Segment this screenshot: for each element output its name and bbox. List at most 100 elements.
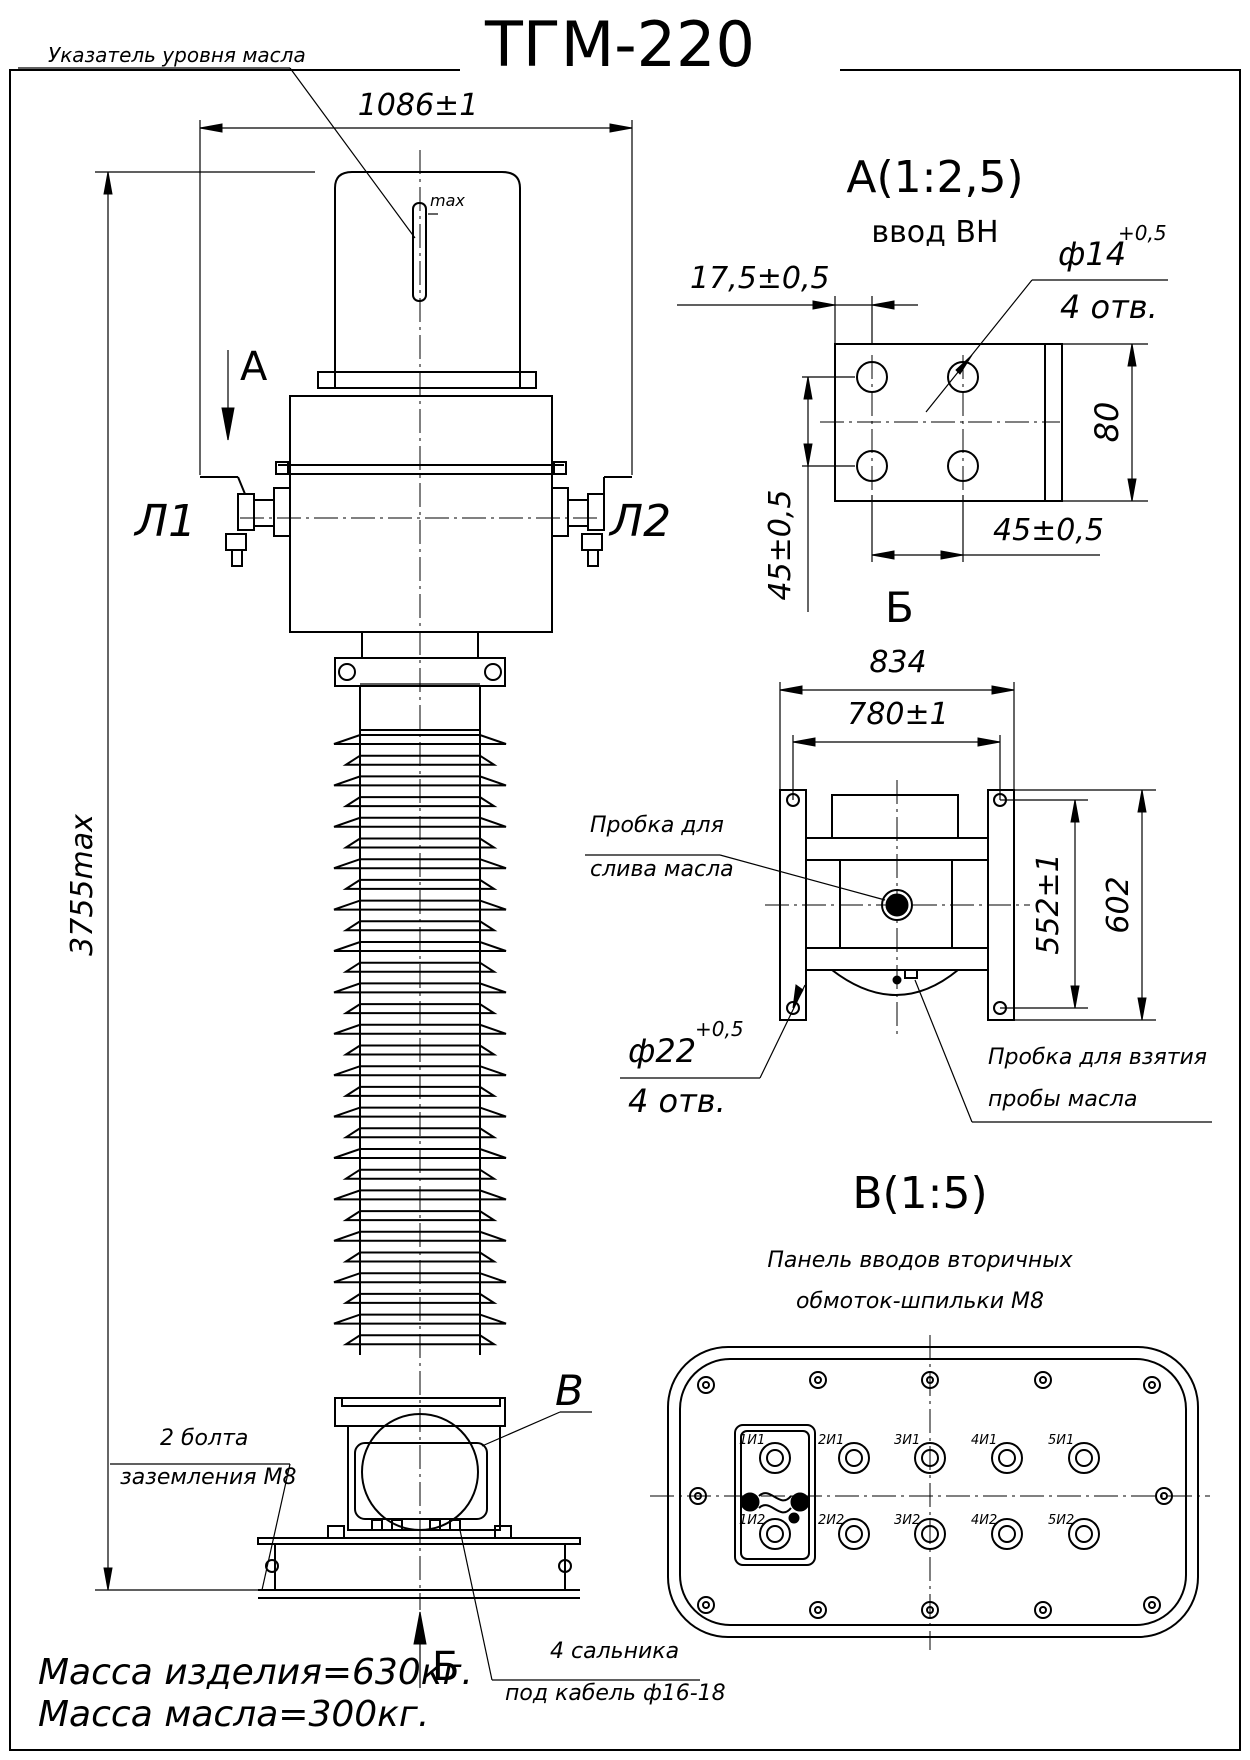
terminal-label: 5И2 — [1048, 1513, 1074, 1528]
sample-plug-line2: пробы масла — [988, 1087, 1137, 1112]
terminal-l2-label: Л2 — [608, 496, 671, 547]
detail-a-view-b-marker: Б — [885, 583, 914, 632]
glands-line1: 4 сальника — [550, 1639, 679, 1664]
mounting-bolt — [697, 1376, 715, 1394]
view-b-hole-tol: +0,5 — [695, 1017, 744, 1041]
mounting-bolt-hole — [1039, 1606, 1047, 1614]
view-b-hole-count: 4 отв. — [628, 1082, 726, 1120]
terminal-label: 4И2 — [971, 1513, 997, 1528]
terminal-stud — [914, 1518, 946, 1550]
detail-v-caption-line1: Панель вводов вторичных — [767, 1248, 1073, 1273]
view-b: 834 780±1 Пробка для слива масла — [585, 645, 1212, 1123]
mounting-bolt — [697, 1596, 715, 1614]
view-v-marker: В — [555, 1366, 584, 1415]
mounting-bolt-hole — [1148, 1381, 1156, 1389]
terminal-stud-nut — [1075, 1525, 1093, 1543]
mounting-bolt-hole — [926, 1606, 934, 1614]
view-b-outer-dim: 834 — [869, 645, 926, 680]
drain-plug-line2: слива масла — [590, 857, 734, 882]
secondary-terminal-panel — [667, 1346, 1199, 1638]
mounting-bolt — [1143, 1596, 1161, 1614]
detail-a-hole-tol: +0,5 — [1118, 221, 1167, 245]
mounting-bolt — [1034, 1371, 1052, 1389]
drawing-title: ТГМ-220 — [484, 8, 755, 81]
terminal-stud-nut — [845, 1449, 863, 1467]
panel-mounting-bolts — [689, 1371, 1173, 1619]
terminal-stud — [759, 1518, 791, 1550]
mounting-bolt — [809, 1601, 827, 1619]
detail-a-v-spacing-dim: 45±0,5 — [763, 489, 798, 600]
terminal-stud-nut — [921, 1525, 939, 1543]
terminal-stud — [759, 1442, 791, 1474]
terminal-label: 4И1 — [971, 1433, 997, 1448]
terminal-l2 — [551, 476, 632, 567]
oil-indicator-label: Указатель уровня масла — [48, 43, 306, 67]
mounting-bolt — [1034, 1601, 1052, 1619]
detail-a-offset-dim: 17,5±0,5 — [690, 261, 830, 296]
detail-a-hole-dia: ф14 — [1058, 235, 1126, 273]
terminal-label: 1И1 — [739, 1433, 765, 1448]
mounting-bolt-hole — [702, 1381, 710, 1389]
terminal-stud-nut — [998, 1525, 1016, 1543]
sample-plug-line1: Пробка для взятия — [988, 1045, 1207, 1070]
view-b-marker: Б — [432, 1644, 459, 1690]
width-dimension: 1086±1 — [358, 88, 479, 123]
mounting-bolt-hole — [814, 1606, 822, 1614]
detail-a-title: А(1:2,5) — [846, 152, 1023, 203]
view-b-h-inner-dim: 552±1 — [1031, 853, 1066, 954]
view-a-marker: А — [240, 344, 268, 390]
mounting-bolt — [809, 1371, 827, 1389]
terminal-label: 3И2 — [894, 1513, 920, 1528]
mass-oil: Масса масла=300кг. — [38, 1694, 429, 1735]
terminal-stud — [838, 1442, 870, 1474]
terminal-stud-nut — [766, 1449, 784, 1467]
terminal-label: 2И1 — [818, 1433, 844, 1448]
view-b-hole-dia: ф22 — [628, 1032, 696, 1070]
terminal-stud-nut — [1075, 1449, 1093, 1467]
mass-product: Масса изделия=630кг. — [38, 1652, 473, 1693]
mounting-bolt — [921, 1601, 939, 1619]
view-b-h-outer-dim: 602 — [1101, 876, 1136, 933]
terminal-stud — [914, 1442, 946, 1474]
terminal-stud-nut — [766, 1525, 784, 1543]
terminal-stud-nut — [998, 1449, 1016, 1467]
terminal-stud — [991, 1442, 1023, 1474]
mounting-bolt — [1143, 1376, 1161, 1394]
terminal-label: 1И2 — [739, 1513, 765, 1528]
terminal-stud — [991, 1518, 1023, 1550]
mounting-bolt-hole — [694, 1492, 702, 1500]
mounting-bolt — [921, 1371, 939, 1389]
terminal-l1 — [200, 476, 291, 567]
terminal-stud — [838, 1518, 870, 1550]
ground-bolts-line2: заземления М8 — [120, 1465, 297, 1490]
detail-a-h-spacing-dim: 45±0,5 — [993, 513, 1104, 548]
max-mark: max — [430, 191, 465, 210]
mounting-bolt — [689, 1487, 707, 1505]
mounting-bolt-hole — [1039, 1376, 1047, 1384]
terminal-label: 2И2 — [818, 1513, 844, 1528]
detail-a-subtitle: ввод ВН — [871, 215, 998, 250]
view-b-inner-dim: 780±1 — [847, 697, 948, 732]
detail-v-title: В(1:5) — [852, 1168, 987, 1219]
terminal-stud — [1068, 1518, 1100, 1550]
terminal-label: 5И1 — [1048, 1433, 1074, 1448]
detail-a: А(1:2,5) ввод ВН 17,5±0,5 ф14 +0,5 4 отв… — [677, 152, 1168, 632]
detail-v-caption-line2: обмоток-шпильки М8 — [796, 1289, 1044, 1314]
terminal-stud-nut — [845, 1525, 863, 1543]
terminal-l1-label: Л1 — [133, 496, 196, 547]
detail-a-hole-count: 4 отв. — [1060, 288, 1158, 326]
main-view: Указатель уровня масла 1086±1 3755max ma… — [18, 43, 726, 1735]
detail-v: В(1:5) Панель вводов вторичных обмоток-ш… — [650, 1168, 1210, 1650]
mounting-bolt-hole — [926, 1376, 934, 1384]
mounting-bolt — [1155, 1487, 1173, 1505]
mounting-bolt-hole — [814, 1376, 822, 1384]
title-box — [460, 5, 840, 71]
ground-bolts-line1: 2 болта — [160, 1426, 248, 1451]
glands-line2: под кабель ф16-18 — [505, 1681, 726, 1706]
detail-a-height-dim: 80 — [1088, 402, 1126, 443]
terminal-stud — [1068, 1442, 1100, 1474]
terminal-stud-nut — [921, 1449, 939, 1467]
mounting-bolt-hole — [702, 1601, 710, 1609]
